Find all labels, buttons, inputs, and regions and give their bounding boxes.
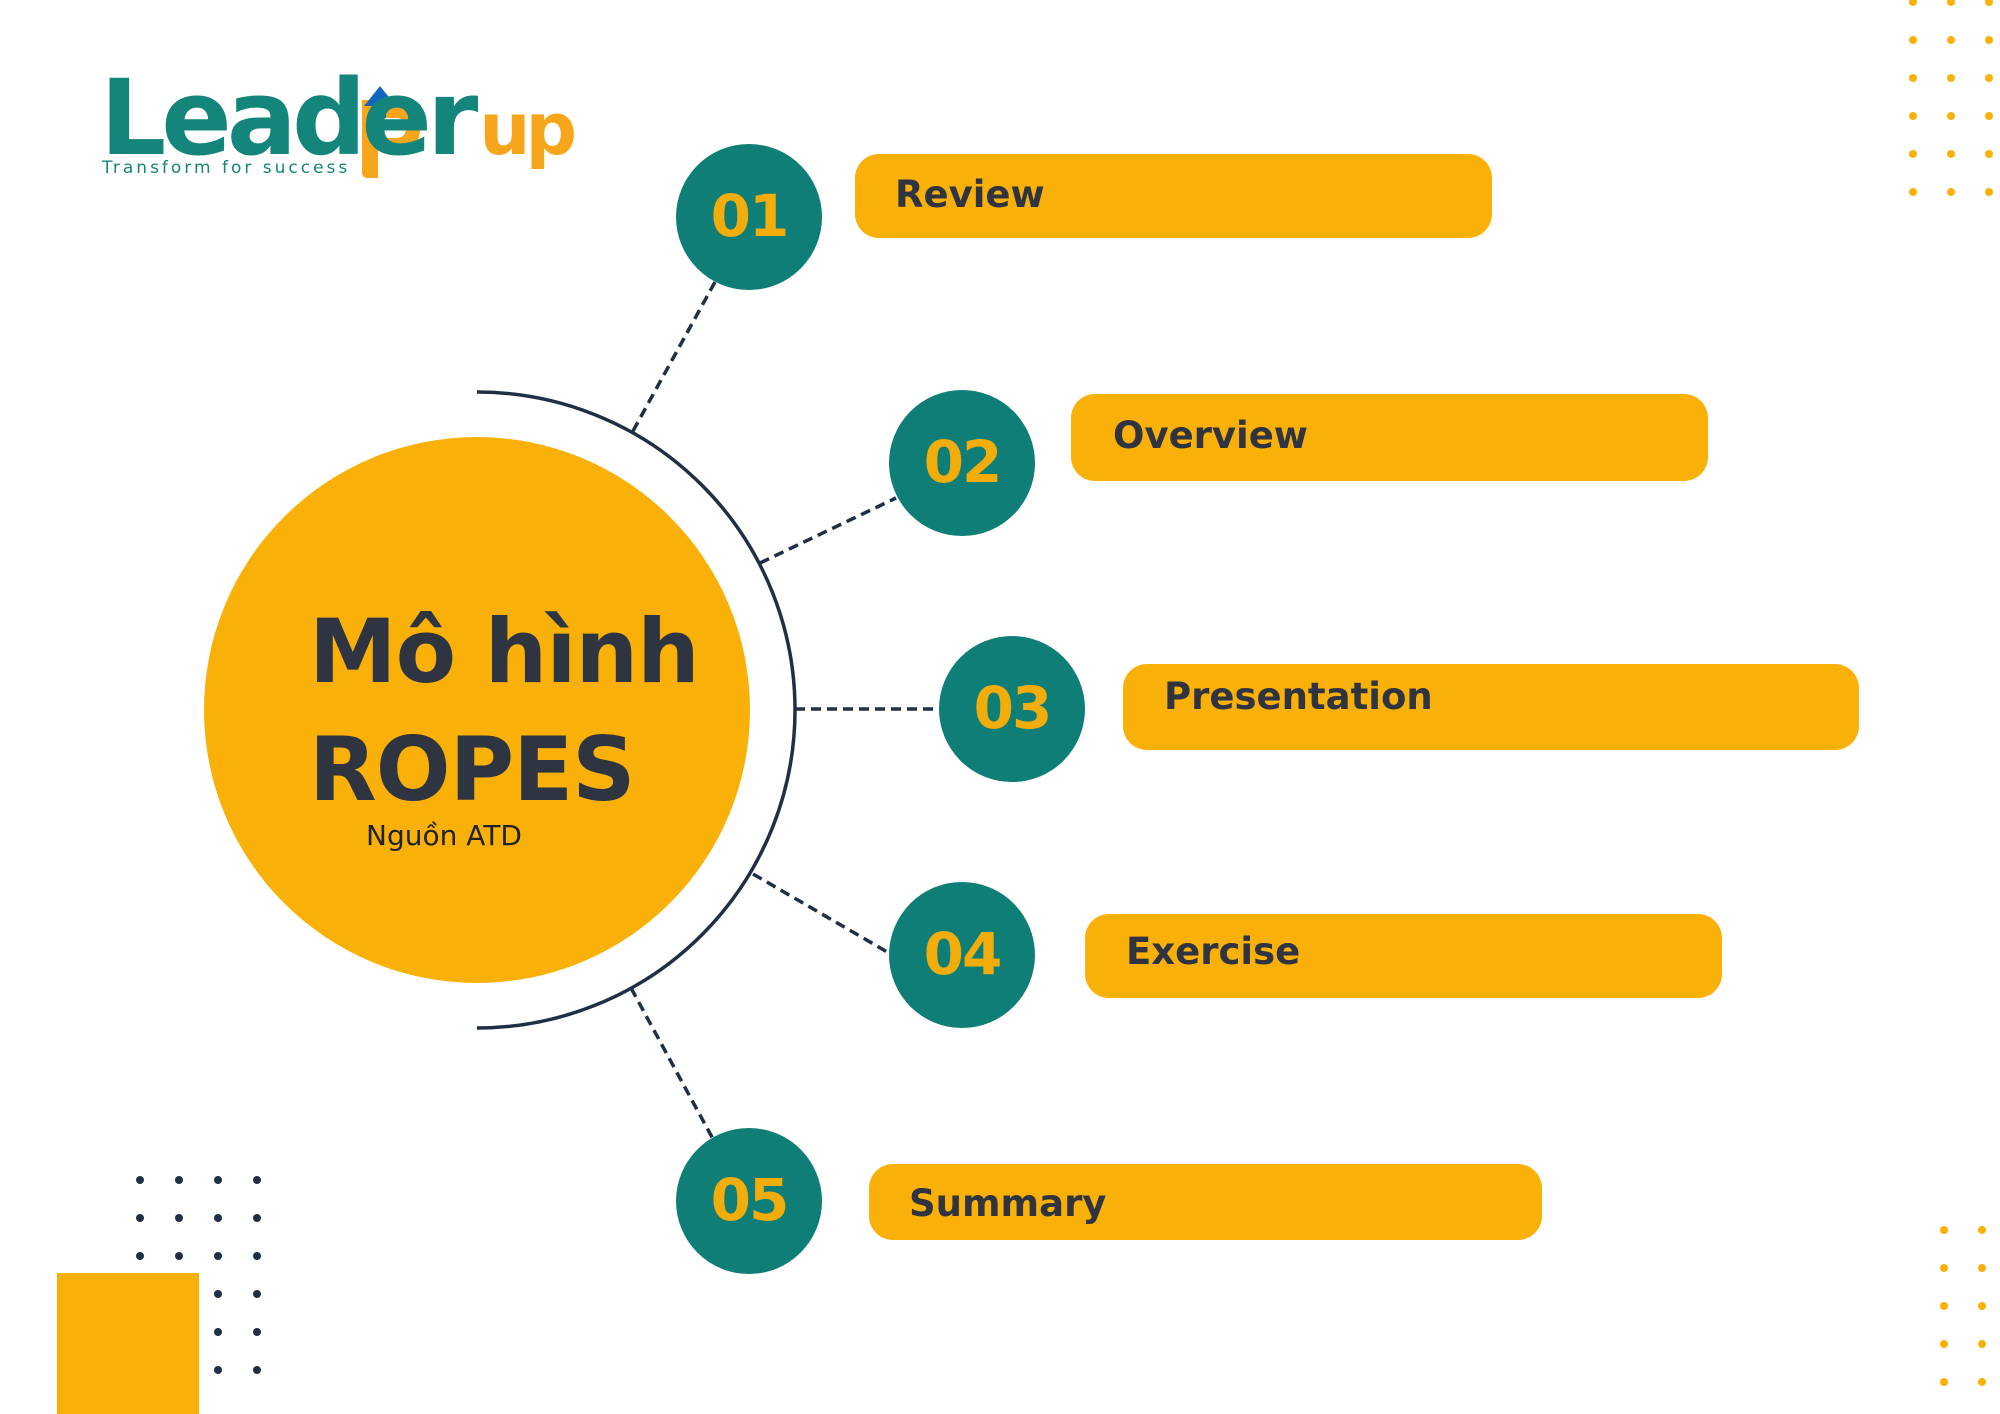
connector-01 — [631, 281, 717, 432]
dot — [253, 1176, 261, 1184]
dot — [1985, 112, 1993, 120]
logo-wordmark: Leaderup — [100, 66, 577, 171]
dot — [1940, 1226, 1948, 1234]
pill-01 — [855, 154, 1492, 238]
item-label-presentation: Presentation — [1164, 675, 1433, 718]
dot — [214, 1252, 222, 1260]
dot — [1947, 0, 1955, 6]
logo-tagline: Transform for success — [102, 158, 351, 178]
dot — [175, 1176, 183, 1184]
number-circle-01 — [676, 144, 822, 290]
dot — [136, 1214, 144, 1222]
item-label-overview: Overview — [1113, 414, 1308, 457]
dot — [1940, 1378, 1948, 1386]
dot — [1947, 188, 1955, 196]
dot — [253, 1328, 261, 1336]
decor-square — [57, 1273, 199, 1414]
dot — [136, 1252, 144, 1260]
dot — [1909, 112, 1917, 120]
dot — [253, 1252, 261, 1260]
logo-name-right: up — [479, 87, 577, 171]
dot — [253, 1214, 261, 1222]
dot — [214, 1366, 222, 1374]
pill-04 — [1085, 914, 1722, 998]
item-number-01: 01 — [710, 182, 790, 250]
dot — [1978, 1378, 1986, 1386]
connector-04 — [752, 872, 890, 955]
dot — [175, 1214, 183, 1222]
dot — [175, 1252, 183, 1260]
item-number-02: 02 — [923, 428, 1003, 496]
dot — [1947, 112, 1955, 120]
dot — [1909, 0, 1917, 6]
number-circle-03 — [939, 636, 1085, 782]
pill-02 — [1071, 394, 1708, 481]
item-number-04: 04 — [923, 920, 1003, 988]
main-circle — [204, 437, 750, 983]
connector-05 — [629, 987, 715, 1140]
item-number-05: 05 — [710, 1166, 790, 1234]
dot — [136, 1176, 144, 1184]
number-circle-02 — [889, 390, 1035, 536]
center-source: Nguồn ATD — [366, 819, 522, 852]
center-title-line1: Mô hình — [309, 600, 700, 703]
dot — [1978, 1226, 1986, 1234]
number-circle-04 — [889, 882, 1035, 1028]
dot — [253, 1366, 261, 1374]
dot — [1940, 1302, 1948, 1310]
dot — [1909, 188, 1917, 196]
dot — [1940, 1340, 1948, 1348]
dot — [1947, 150, 1955, 158]
item-label-exercise: Exercise — [1126, 930, 1301, 973]
item-label-review: Review — [895, 173, 1045, 216]
logo-arrow-icon — [362, 86, 420, 178]
dot — [253, 1290, 261, 1298]
item-number-03: 03 — [973, 674, 1053, 742]
center-title-line2: ROPES — [309, 718, 636, 821]
dot — [1985, 150, 1993, 158]
dot — [1909, 36, 1917, 44]
dot — [1985, 0, 1993, 6]
dot-pattern-bottom-right — [1940, 1226, 1986, 1386]
dot — [214, 1214, 222, 1222]
pill-03 — [1123, 664, 1859, 750]
item-label-summary: Summary — [909, 1182, 1107, 1225]
dot — [214, 1328, 222, 1336]
dot — [1985, 74, 1993, 82]
dot — [1947, 74, 1955, 82]
dot — [1909, 150, 1917, 158]
dot — [1985, 36, 1993, 44]
connector-02 — [759, 496, 897, 565]
dot — [1940, 1264, 1948, 1272]
dot — [1947, 36, 1955, 44]
dot-pattern-top-right — [1909, 0, 1993, 196]
dot — [1909, 74, 1917, 82]
dot — [214, 1176, 222, 1184]
dot — [1978, 1340, 1986, 1348]
pill-05 — [869, 1164, 1542, 1240]
dot — [214, 1290, 222, 1298]
number-circle-05 — [676, 1128, 822, 1274]
connectors — [629, 281, 938, 1140]
dot — [1978, 1302, 1986, 1310]
logo-name-left: Leader — [100, 57, 478, 179]
dot — [1985, 188, 1993, 196]
dot — [1978, 1264, 1986, 1272]
